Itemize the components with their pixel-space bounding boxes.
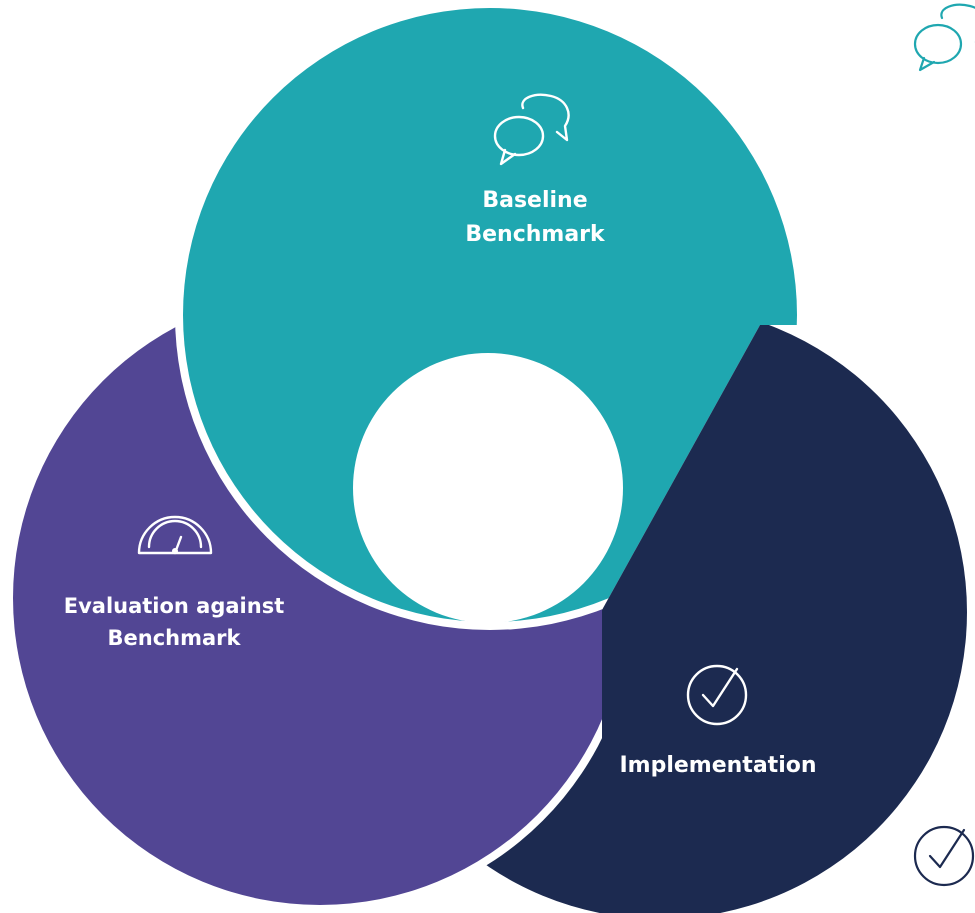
edge-check-circle-icon [913, 825, 975, 887]
baseline-label-line-1: Baseline [482, 188, 587, 213]
chat-bubbles-icon [493, 93, 570, 166]
center-hole [353, 353, 623, 623]
baseline-label-line-2: Benchmark [465, 222, 606, 247]
segment-baseline [175, 0, 805, 630]
evaluation-label-line-2: Benchmark [108, 626, 242, 650]
evaluation-label-line-1: Evaluation against [64, 594, 285, 618]
check-circle-icon [686, 664, 748, 726]
edge-chat-bubbles-icon [913, 3, 975, 72]
weave-navy-over-teal [602, 325, 975, 913]
gauge-icon [137, 515, 213, 555]
baseline-fill [183, 8, 797, 622]
implementation-label: Implementation [619, 753, 816, 778]
